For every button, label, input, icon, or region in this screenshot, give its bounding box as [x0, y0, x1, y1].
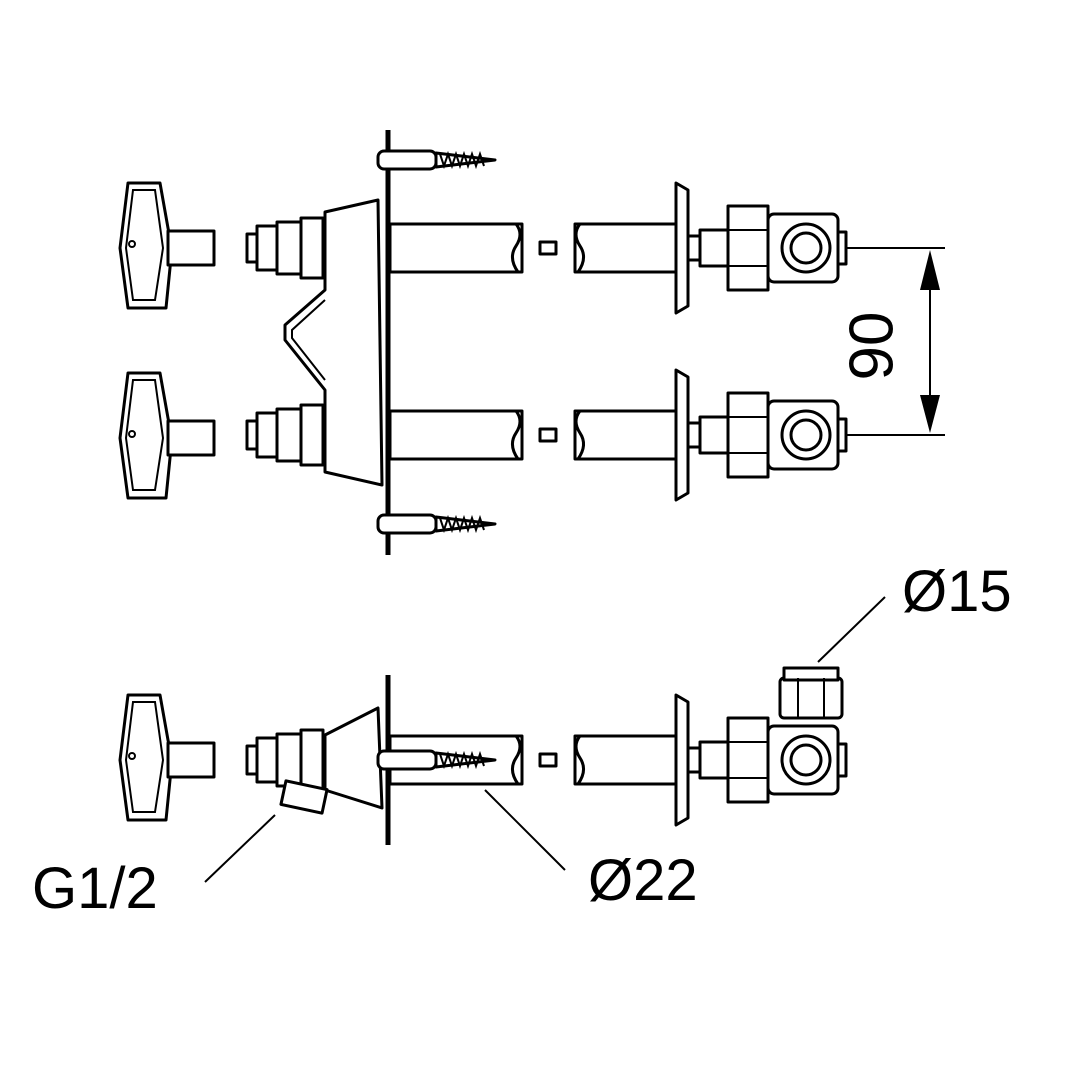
valve-body [283, 198, 384, 487]
outlet-diameter-label: Ø15 [902, 559, 1012, 624]
top-view [118, 130, 945, 555]
thread-size-label: G1/2 [32, 856, 158, 921]
side-view [118, 596, 886, 883]
pipe-diameter-label: Ø22 [588, 848, 698, 913]
spacing-dimension-label: 90 [837, 311, 907, 381]
